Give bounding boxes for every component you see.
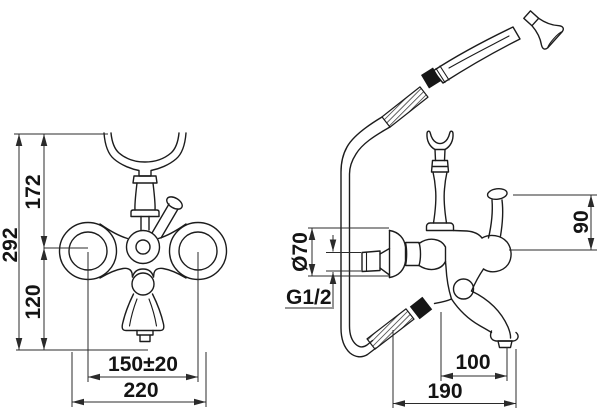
tub-spout-front <box>121 293 165 343</box>
dim-90-label: 90 <box>570 210 593 233</box>
dim-dia70: Ø70 <box>289 227 389 277</box>
dim-150: 150±20 <box>87 252 199 382</box>
dim-100-label: 100 <box>455 351 490 374</box>
dim-190: 190 <box>392 330 517 408</box>
lever-handle-side <box>486 188 508 239</box>
dim-150-label: 150±20 <box>108 353 178 376</box>
dim-172: 172 <box>14 133 108 249</box>
hose-ribbed-upper <box>381 86 429 128</box>
cradle-post <box>130 175 160 231</box>
hose-nut-lower <box>409 296 433 320</box>
dim-g12: G1/2 <box>285 235 361 309</box>
front-view: 172 292 120 150±20 220 <box>0 132 228 407</box>
dim-220-label: 220 <box>123 379 158 402</box>
escutcheon <box>388 229 407 279</box>
shower-cradle <box>103 132 187 177</box>
dim-120: 120 <box>22 248 48 350</box>
mixer-body-front <box>58 221 228 296</box>
dim-292-label: 292 <box>0 227 22 262</box>
dim-g12-label: G1/2 <box>286 286 332 309</box>
tub-spout-side <box>450 290 519 349</box>
side-view: Ø70 G1/2 90 100 190 <box>285 10 597 408</box>
wall-union <box>361 229 447 279</box>
dim-190-label: 190 <box>427 380 462 403</box>
shower-hose <box>340 86 433 358</box>
dim-220: 220 <box>71 352 207 407</box>
diverter-lever <box>151 196 183 239</box>
dim-dia70-label: Ø70 <box>289 232 312 272</box>
dim-292: 292 <box>0 134 148 351</box>
hose-nut-upper <box>421 67 441 89</box>
dim-90: 90 <box>509 194 597 251</box>
hand-shower <box>421 10 564 89</box>
mixer-body-side <box>433 229 512 305</box>
hose-ribbed-lower <box>366 308 415 350</box>
dim-100: 100 <box>440 312 508 381</box>
dim-172-label: 172 <box>22 174 45 209</box>
cradle-post-side <box>425 130 455 232</box>
dim-120-label: 120 <box>22 284 45 319</box>
